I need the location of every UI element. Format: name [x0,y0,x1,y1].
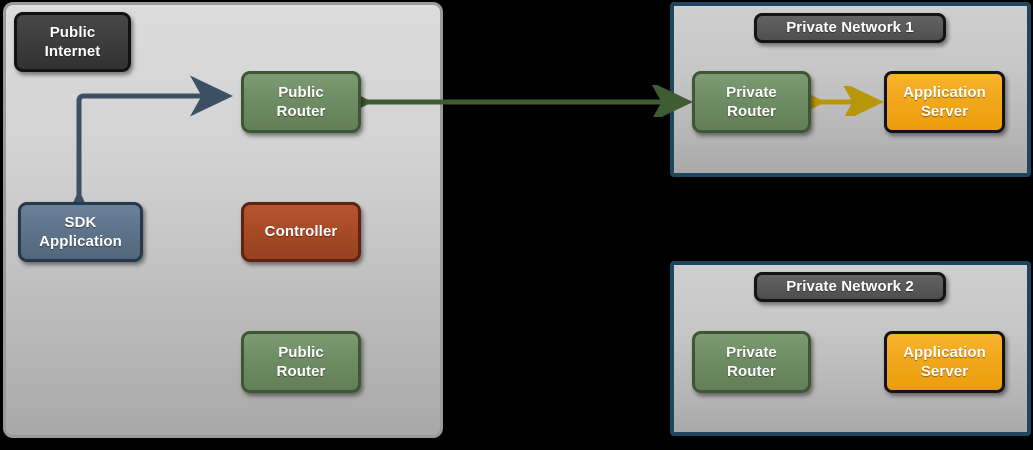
node-pn2-application-server-label: Application Server [903,343,986,380]
private-network-2-title-label: Private Network 2 [786,278,914,296]
node-public-internet-label: Public Internet [44,23,101,60]
node-pn2-private-router[interactable]: Private Router [692,331,811,393]
private-network-1-title: Private Network 1 [754,13,946,43]
private-network-2-title: Private Network 2 [754,272,946,302]
node-controller-label: Controller [264,223,338,241]
node-pn2-private-router-label: Private Router [726,343,777,380]
node-sdk-application-label: SDK Application [39,213,122,250]
node-pn1-application-server-label: Application Server [903,83,986,120]
private-network-1-title-label: Private Network 1 [786,19,914,37]
node-pn1-application-server[interactable]: Application Server [884,71,1005,133]
node-public-internet[interactable]: Public Internet [14,12,131,72]
node-pn1-private-router-label: Private Router [726,83,777,120]
node-public-router-top[interactable]: Public Router [241,71,361,133]
node-sdk-application[interactable]: SDK Application [18,202,143,262]
node-public-router-bottom[interactable]: Public Router [241,331,361,393]
node-pn1-private-router[interactable]: Private Router [692,71,811,133]
node-public-router-top-label: Public Router [276,83,326,120]
node-pn2-application-server[interactable]: Application Server [884,331,1005,393]
node-public-router-bottom-label: Public Router [276,343,326,380]
node-controller[interactable]: Controller [241,202,361,262]
